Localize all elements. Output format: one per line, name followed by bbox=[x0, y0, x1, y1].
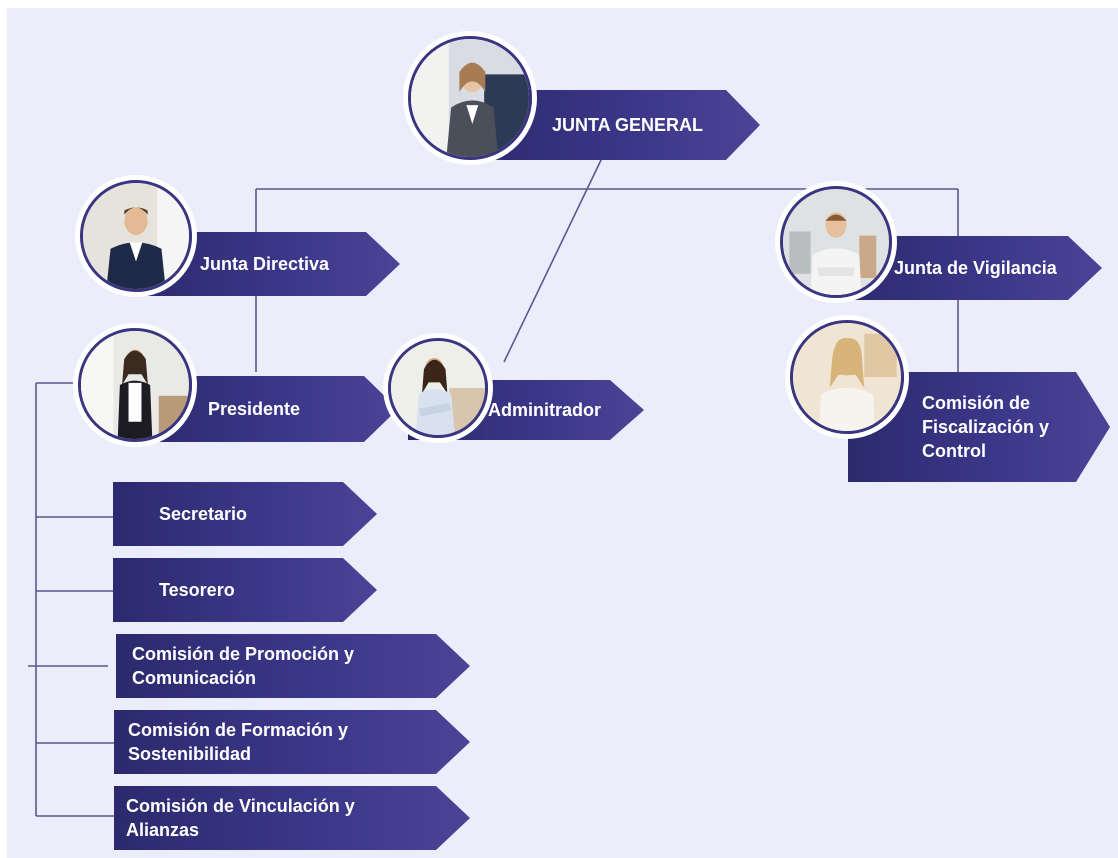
node-comision-promocion-label: Comisión de Promoción y Comunicación bbox=[132, 643, 355, 688]
connector-general-to-administrador bbox=[503, 157, 603, 363]
avatar-junta-directiva bbox=[80, 180, 192, 292]
node-secretario-label: Secretario bbox=[159, 503, 248, 524]
node-administrador-label: Adminitrador bbox=[488, 399, 602, 420]
node-junta-vigilancia-label: Junta de Vigilancia bbox=[894, 257, 1057, 278]
node-secretario: Secretario bbox=[113, 482, 377, 546]
node-comision-vinculacion: Comisión de Vinculación y Alianzas bbox=[114, 786, 470, 850]
node-junta-directiva-label: Junta Directiva bbox=[200, 253, 330, 274]
node-comision-vinculacion-label: Comisión de Vinculación y Alianzas bbox=[126, 795, 355, 840]
node-comision-formacion-label: Comisión de Formación y Sostenibilidad bbox=[128, 719, 349, 764]
node-presidente-label: Presidente bbox=[208, 398, 301, 419]
node-tesorero: Tesorero bbox=[113, 558, 377, 622]
avatar-presidente bbox=[78, 328, 192, 442]
node-comision-fiscalizacion-label: Comisión de Fiscalización y Control bbox=[922, 392, 1050, 462]
avatar-comision-fiscalizacion bbox=[790, 320, 904, 434]
avatar-junta-general bbox=[408, 36, 532, 160]
node-comision-promocion: Comisión de Promoción y Comunicación bbox=[116, 634, 470, 698]
avatar-junta-vigilancia bbox=[780, 186, 892, 298]
node-tesorero-label: Tesorero bbox=[159, 579, 235, 600]
node-comision-formacion: Comisión de Formación y Sostenibilidad bbox=[114, 710, 470, 774]
avatar-administrador bbox=[388, 338, 488, 438]
node-junta-general-label: JUNTA GENERAL bbox=[552, 114, 704, 135]
